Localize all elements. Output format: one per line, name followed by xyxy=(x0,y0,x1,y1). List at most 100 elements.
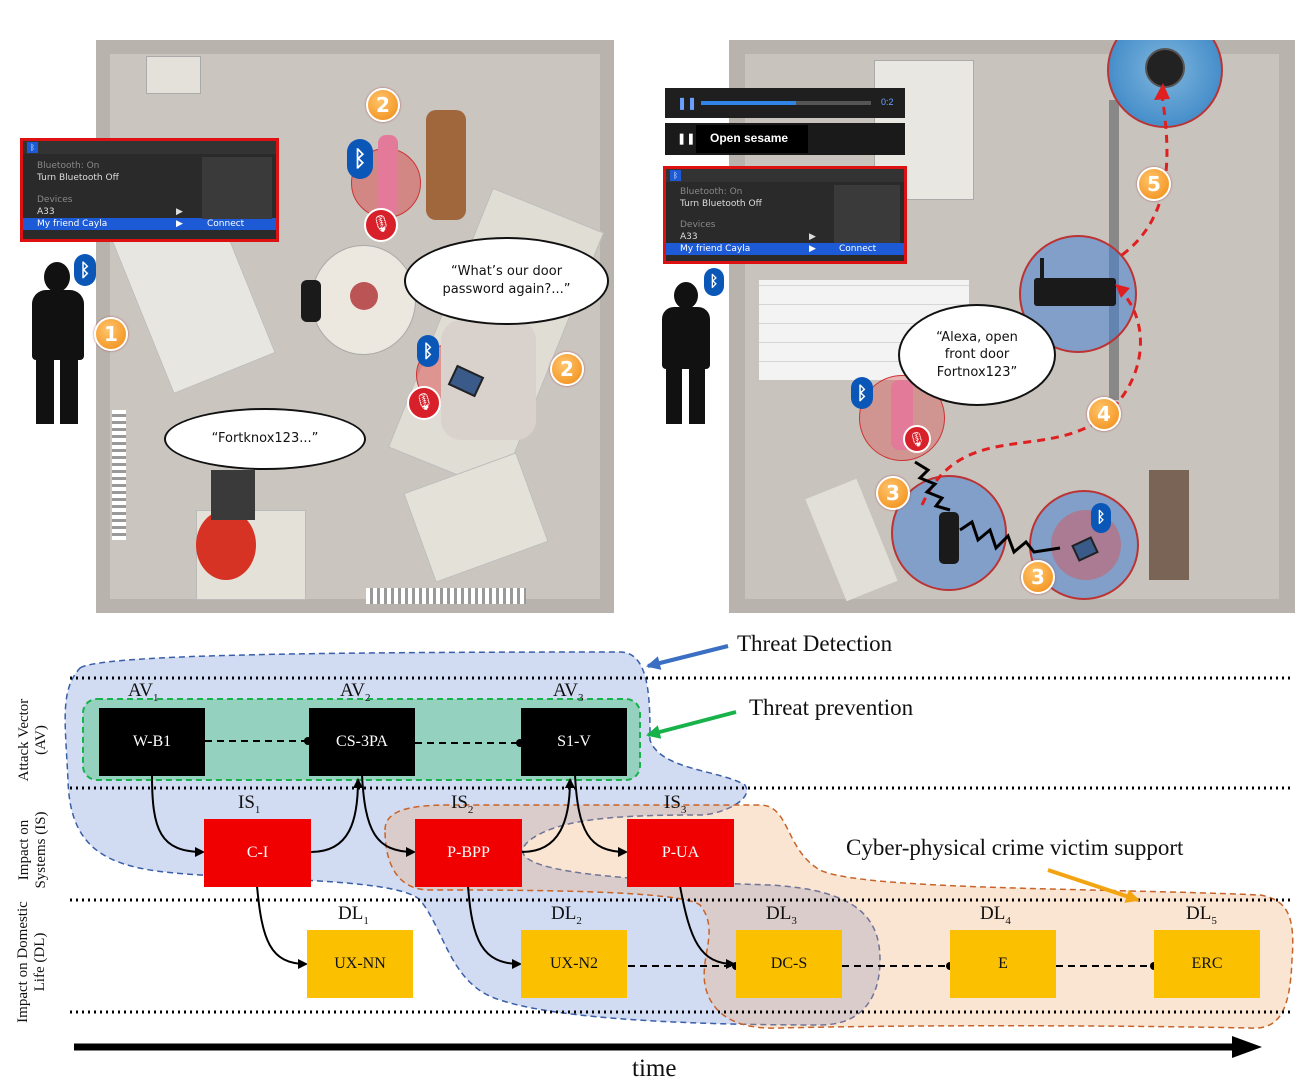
progress-bar[interactable] xyxy=(701,101,871,105)
bt-toggle[interactable]: Turn Bluetooth Off xyxy=(37,173,119,183)
label-dl3: DL3 xyxy=(766,903,797,927)
bt-devices-header: Devices xyxy=(680,220,716,230)
label-av2-sub: 2 xyxy=(365,691,371,704)
bt-toggle[interactable]: Turn Bluetooth Off xyxy=(680,199,762,209)
bt-device-a33[interactable]: A33▶ xyxy=(680,232,816,242)
label-dl5-sub: 5 xyxy=(1211,914,1217,927)
bluetooth-icon: ᛒ xyxy=(851,377,873,409)
bluetooth-icon: ᛒ xyxy=(74,254,96,286)
speech-bubble-password-question: “What’s our door password again?...” xyxy=(404,237,609,325)
bt-device-cayla-label: My friend Cayla xyxy=(37,219,108,229)
step-badge-2a: 2 xyxy=(366,88,400,122)
flow-arrow xyxy=(256,885,308,969)
label-is2-text: IS xyxy=(451,792,468,813)
microphone-icon: 🎙 xyxy=(903,425,931,453)
echo-speaker-icon xyxy=(939,512,959,564)
speech-bubble-password: “Fortknox123...” xyxy=(164,408,366,470)
label-is3-text: IS xyxy=(664,792,681,813)
bluetooth-menu-left: ᛒ Bluetooth: On Turn Bluetooth Off Devic… xyxy=(20,138,279,242)
label-av1-text: AV xyxy=(128,680,153,701)
label-dl4-text: DL xyxy=(980,903,1006,924)
flow-arrow xyxy=(574,774,628,857)
flow-arrow xyxy=(151,774,205,857)
node-dc-s: DC-S xyxy=(736,930,842,998)
bluetooth-icon: ᛒ xyxy=(704,268,724,296)
label-dl3-sub: 3 xyxy=(791,914,797,927)
bt-device-a33[interactable]: A33▶ xyxy=(37,207,183,217)
step-badge-5: 5 xyxy=(1137,167,1171,201)
label-av3-text: AV xyxy=(553,680,578,701)
child-figure xyxy=(426,110,466,220)
label-is2-sub: 2 xyxy=(467,803,474,816)
node-cs-3pa: CS-3PA xyxy=(309,708,415,776)
label-is2: IS2 xyxy=(451,792,473,816)
flow-arrow xyxy=(467,885,522,969)
wireless-link-zigzag xyxy=(914,460,951,512)
node-w-b1: W-B1 xyxy=(99,708,205,776)
node-s1-v: S1-V xyxy=(521,708,627,776)
bt-device-cayla[interactable]: My friend Cayla▶Connect xyxy=(666,243,904,255)
row-label-attack-vector: Attack Vector (AV) xyxy=(16,698,50,782)
label-av2: AV2 xyxy=(340,680,371,704)
row-label-impact-systems: Impact on Systems (IS) xyxy=(16,811,50,889)
node-p-bpp: P-BPP xyxy=(415,819,522,887)
step-badge-2b: 2 xyxy=(550,352,584,386)
node-c-i: C-I xyxy=(204,819,311,887)
bt-device-cayla-label: My friend Cayla xyxy=(680,244,751,254)
label-dl2-text: DL xyxy=(551,903,577,924)
annotation-threat-prevention: Threat prevention xyxy=(749,695,914,720)
track-title: Open sesame xyxy=(710,131,789,145)
arrow-head-router xyxy=(1115,284,1130,298)
bt-device-cayla[interactable]: My friend Cayla▶Connect xyxy=(23,218,276,230)
label-is3: IS3 xyxy=(664,792,686,816)
label-is1-text: IS xyxy=(238,792,255,813)
arrow-head-lock xyxy=(1154,83,1170,100)
label-dl1-text: DL xyxy=(338,903,364,924)
connect-button[interactable]: Connect xyxy=(839,244,877,254)
bt-status: Bluetooth: On xyxy=(680,187,743,197)
doll-figure xyxy=(378,135,398,215)
label-av1: AV1 xyxy=(128,680,159,704)
label-dl4: DL4 xyxy=(980,903,1011,927)
microphone-icon: 🎙 xyxy=(364,208,398,242)
track-bar: ❚❚ Open sesame xyxy=(665,123,905,155)
player-time: 0:2 xyxy=(881,97,894,107)
connect-button[interactable]: Connect xyxy=(207,219,245,229)
wireless-link-zigzag xyxy=(959,519,1061,555)
label-dl1: DL1 xyxy=(338,903,369,927)
step-badge-3b: 3 xyxy=(1021,560,1055,594)
flow-arrow xyxy=(679,885,736,969)
speech-bubble-alexa: “Alexa, open front door Fortnox123” xyxy=(898,304,1056,406)
bt-device-a33-label: A33 xyxy=(37,207,55,217)
pause-icon[interactable]: ❚❚ xyxy=(677,133,696,145)
bluetooth-icon: ᛒ xyxy=(670,170,681,181)
step-badge-4: 4 xyxy=(1087,397,1121,431)
attacker-silhouette-left xyxy=(24,262,92,424)
bluetooth-icon: ᛒ xyxy=(27,142,38,153)
victim-support-region xyxy=(384,804,1294,1029)
label-is1-sub: 1 xyxy=(254,803,261,816)
label-av3-sub: 3 xyxy=(578,691,584,704)
pause-icon[interactable]: ❚❚ xyxy=(677,96,698,110)
node-e: E xyxy=(950,930,1056,998)
label-dl3-text: DL xyxy=(766,903,792,924)
label-dl2-sub: 2 xyxy=(576,914,582,927)
bluetooth-icon: ᛒ xyxy=(347,139,373,179)
time-axis-label: time xyxy=(632,1055,677,1082)
label-av2-text: AV xyxy=(340,680,365,701)
bluetooth-icon: ᛒ xyxy=(1091,503,1111,533)
node-p-ua: P-UA xyxy=(627,819,734,887)
man-figure xyxy=(196,510,256,580)
bt-device-a33-label: A33 xyxy=(680,232,698,242)
echo-speaker-icon xyxy=(301,280,321,322)
node-erc: ERC xyxy=(1154,930,1260,998)
flow-arrow xyxy=(361,774,416,857)
media-player: ❚❚ 0:2 xyxy=(665,88,905,118)
label-dl5-text: DL xyxy=(1186,903,1212,924)
label-av3: AV3 xyxy=(553,680,584,704)
flow-arrow xyxy=(521,778,575,853)
node-ux-n2: UX-N2 xyxy=(521,930,627,998)
smart-lock-icon xyxy=(1145,48,1185,88)
row-label-impact-domestic: Impact on Domestic Life (DL) xyxy=(15,901,49,1023)
threat-detection-arrow xyxy=(646,644,729,670)
